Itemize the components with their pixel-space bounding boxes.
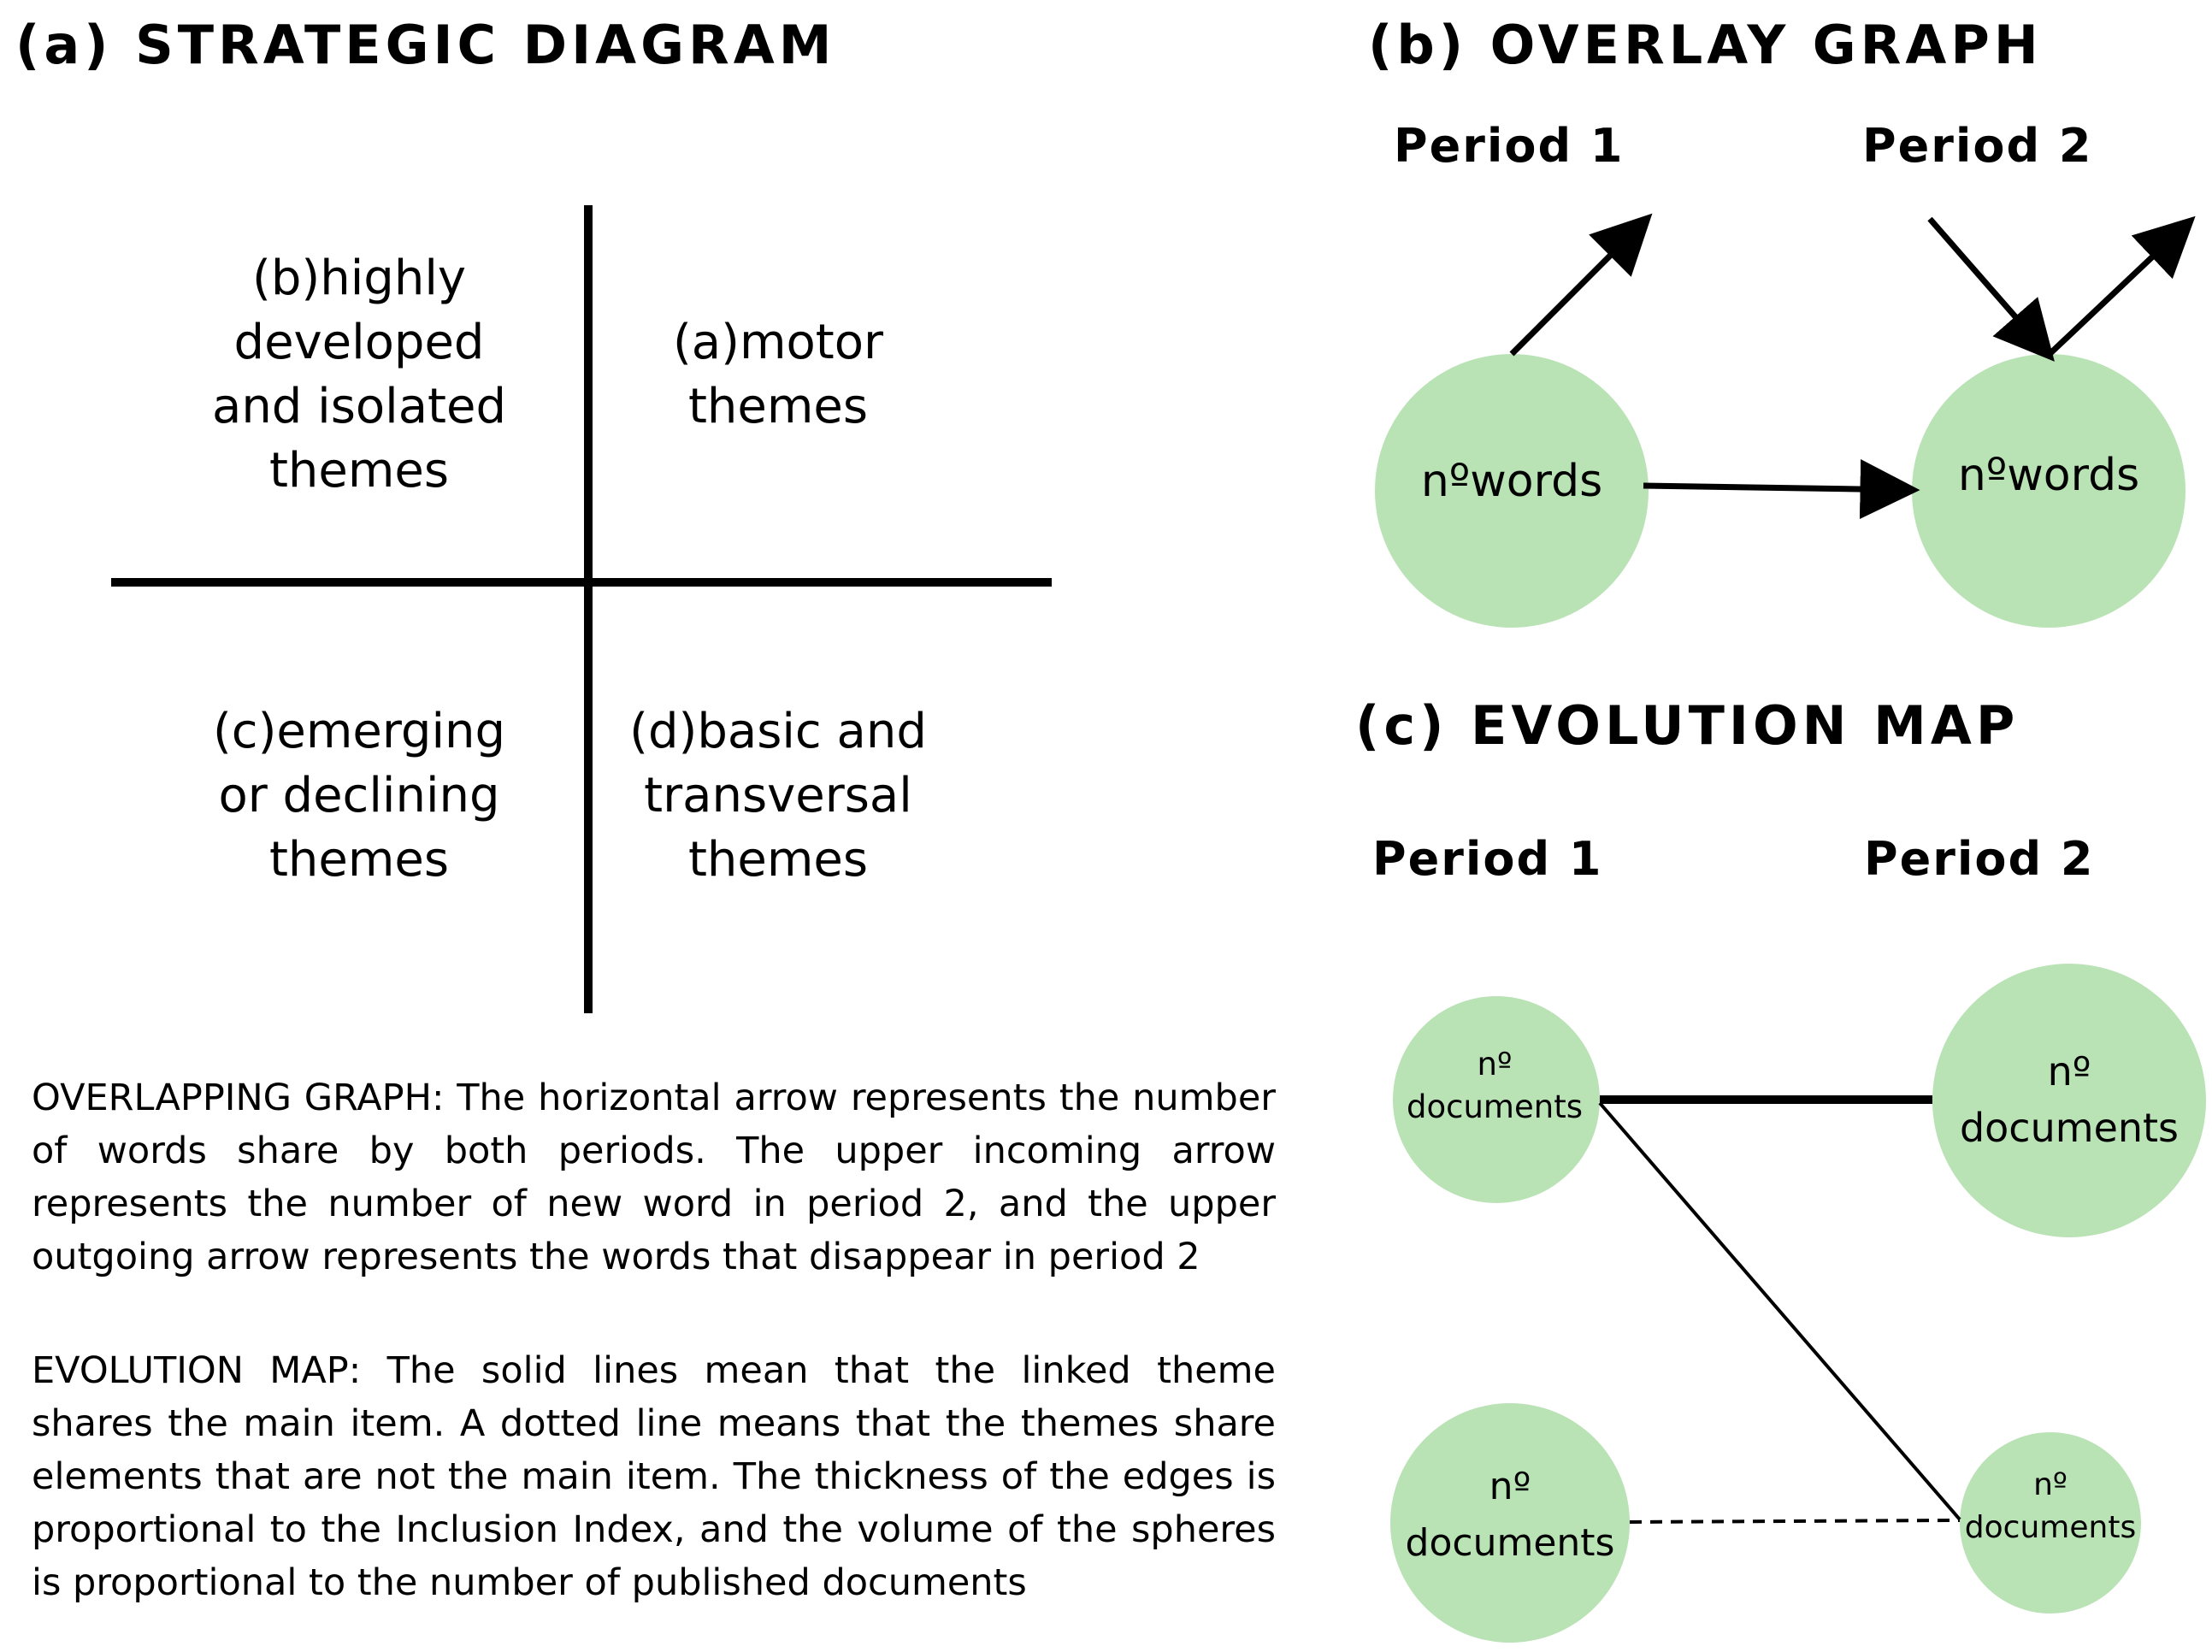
overlapping-graph-description: OVERLAPPING GRAPH: The horizontal arrow … [32,1077,1276,1278]
overlay-new-words-arrow [1927,216,2055,362]
overlay-node-period1 [1375,354,1649,628]
quadrant-top-left-label: (b)highly developed and isolated themes [212,251,506,499]
quadrant-bottom-left-label: (c)emerging or declining themes [212,704,506,888]
overlay-disappearing-words-arrow [1509,213,1653,357]
evolution-dotted-edge [1629,1519,1961,1524]
evolution-node-p2-top [1932,964,2206,1237]
overlay-node-period2 [1912,354,2185,628]
overlay-period2-label: Period 2 [1862,119,2093,173]
overlay-node2-label: nºwords [1957,450,2140,501]
evolution-node-p1-top [1393,996,1600,1203]
evolution-thin-solid-edge [1598,1101,1961,1521]
overlay-outgoing-words-arrow [2046,215,2196,357]
evolution-node-p2-bottom [1960,1432,2141,1614]
evolution-period1-label: Period 1 [1372,832,1603,886]
overlay-graph-title: (b) OVERLAY GRAPH [1368,14,2043,76]
evolution-map-description: EVOLUTION MAP: The solid lines mean that… [32,1349,1276,1604]
strategic-diagram-title: (a) STRATEGIC DIAGRAM [15,14,836,76]
evolution-period2-label: Period 2 [1864,832,2095,886]
evolution-node-p1-bottom [1390,1403,1630,1643]
evolution-node-p2-top-label: nº documents [1959,1048,2180,1151]
overlay-shared-words-arrow [1643,459,1920,520]
evolution-node-p1-bottom-label: nº documents [1405,1465,1615,1565]
evolution-map-title: (c) EVOLUTION MAP [1355,694,2020,757]
quadrant-top-right-label: (a)motor themes [672,315,884,434]
overlay-node1-label: nºwords [1420,456,1603,507]
evolution-node-p1-top-label: nº documents [1407,1046,1583,1125]
evolution-node-p2-bottom-label: nº documents [1964,1467,2137,1545]
overlay-period1-label: Period 1 [1394,119,1625,173]
quadrant-bottom-right-label: (d)basic and transversal themes [629,704,927,888]
